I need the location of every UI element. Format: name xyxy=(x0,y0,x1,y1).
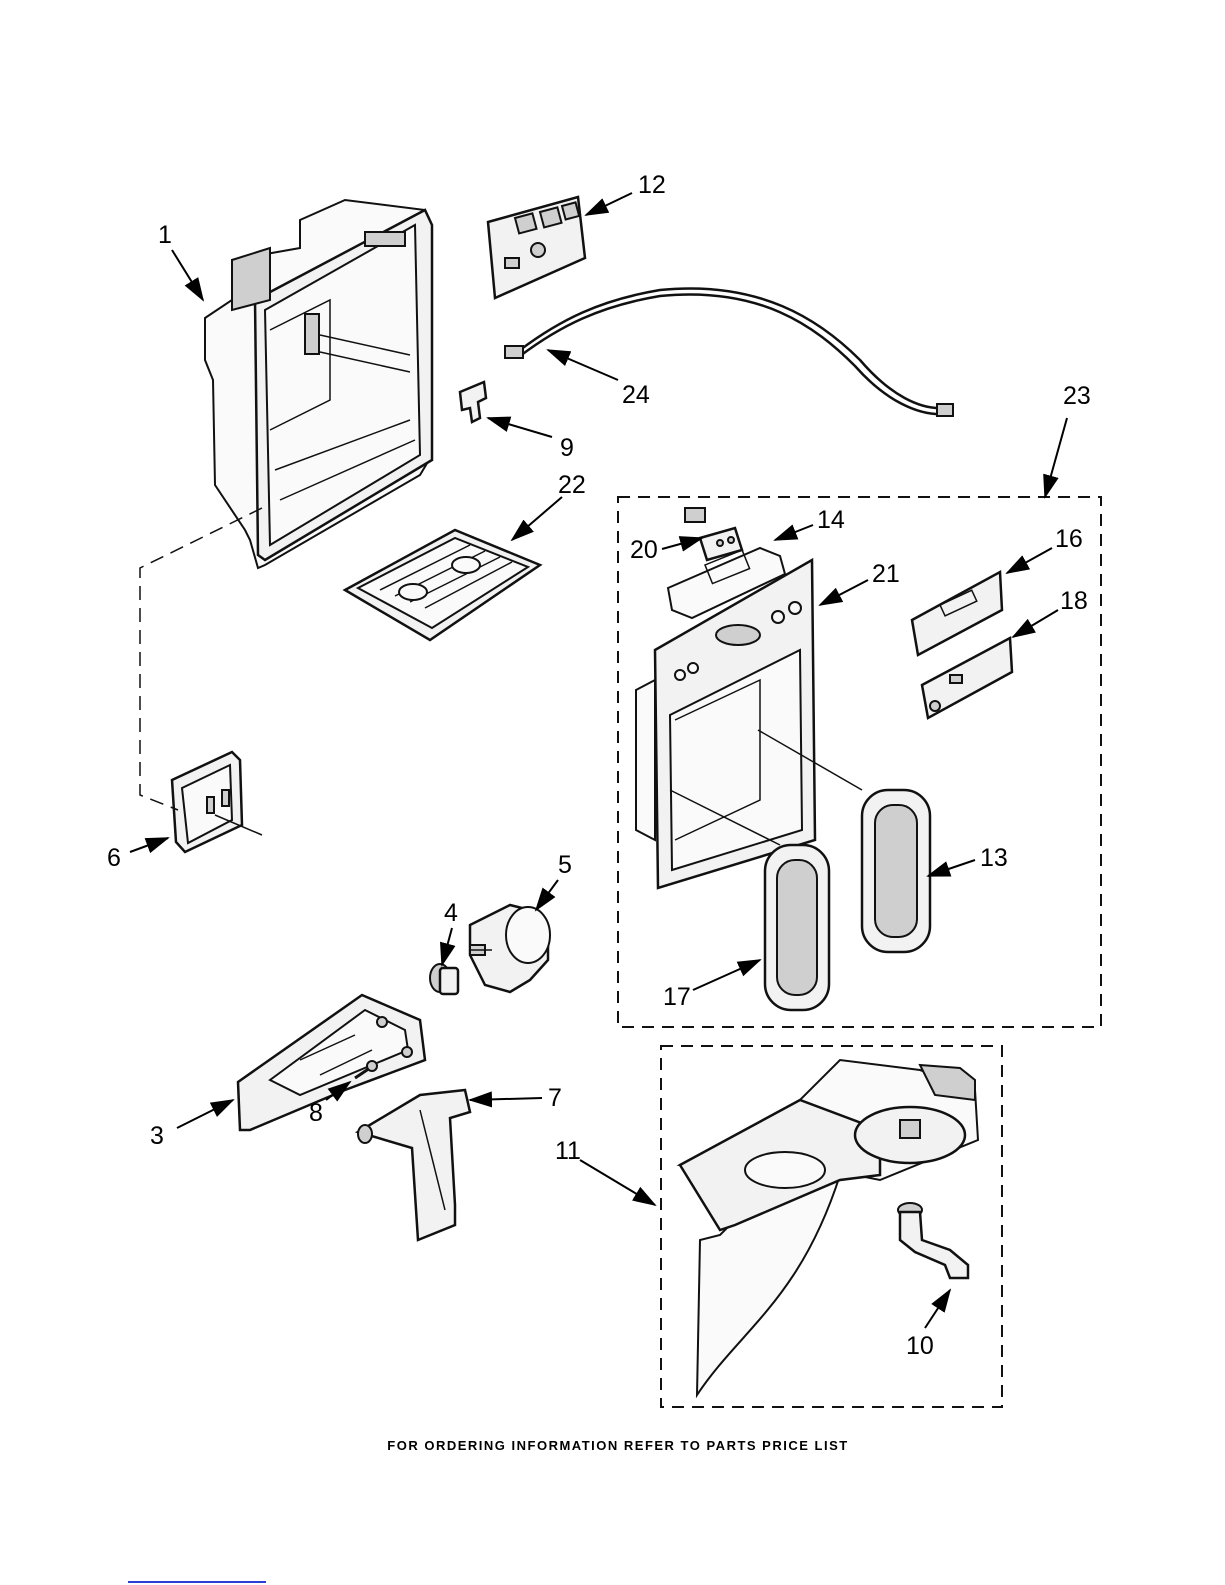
leader-arrow xyxy=(470,1098,542,1100)
leader-arrow xyxy=(1045,418,1067,497)
part-drip-tray xyxy=(345,530,540,640)
callout-label: 1 xyxy=(158,221,172,249)
leader-arrow xyxy=(512,497,562,540)
leader-arrow xyxy=(928,860,975,876)
leader-arrow xyxy=(548,350,618,380)
callout-label: 13 xyxy=(980,844,1008,872)
leader-arrow xyxy=(442,928,452,965)
callout-label: 8 xyxy=(309,1099,323,1127)
callout-label: 7 xyxy=(548,1084,562,1112)
callout-label: 16 xyxy=(1055,525,1083,553)
leader-arrow xyxy=(586,193,632,215)
callout-label: 18 xyxy=(1060,587,1088,615)
leader-arrow xyxy=(662,538,702,549)
leader-arrow xyxy=(1007,548,1052,573)
leader-arrow xyxy=(488,418,552,437)
part-motor xyxy=(470,905,550,992)
callout-label: 24 xyxy=(622,381,650,409)
part-actuator-knob xyxy=(430,964,458,994)
part-control-board xyxy=(488,197,585,298)
leader-arrow xyxy=(130,838,168,852)
part-water-fitting xyxy=(898,1203,968,1278)
footer-text: FOR ORDERING INFORMATION REFER TO PARTS … xyxy=(387,1438,848,1453)
part-lever xyxy=(358,1090,470,1240)
callout-label: 3 xyxy=(150,1122,164,1150)
part-switch-cover xyxy=(172,752,262,852)
callout-label: 21 xyxy=(872,560,900,588)
leader-arrow xyxy=(177,1100,233,1128)
leader-arrow xyxy=(536,880,558,910)
callout-label: 20 xyxy=(630,536,658,564)
callout-label: 6 xyxy=(107,844,121,872)
callout-label: 5 xyxy=(558,851,572,879)
part-housing xyxy=(205,200,432,568)
callout-label: 9 xyxy=(560,434,574,462)
leader-arrow xyxy=(580,1160,655,1205)
part-wire-harness xyxy=(505,288,953,416)
callout-label: 23 xyxy=(1063,382,1091,410)
callout-label: 14 xyxy=(817,506,845,534)
callout-label: 4 xyxy=(444,899,458,927)
leader-arrow xyxy=(925,1290,950,1328)
callout-label: 12 xyxy=(638,171,666,199)
leader-arrow xyxy=(693,960,760,990)
leader-arrow xyxy=(820,580,868,605)
part-switch xyxy=(685,508,742,560)
part-small-bracket xyxy=(460,382,486,422)
part-interface-board xyxy=(922,638,1012,718)
leader-arrow xyxy=(172,250,203,300)
dashed-leader-1-to-6 xyxy=(140,508,262,810)
callout-label: 17 xyxy=(663,983,691,1011)
leader-arrow xyxy=(775,525,813,540)
part-bracket-plate xyxy=(912,572,1002,655)
leader-arrow xyxy=(1013,610,1058,637)
part-dispenser-panel xyxy=(636,560,862,888)
callout-label: 10 xyxy=(906,1332,934,1360)
part-ice-paddle xyxy=(765,845,829,1010)
part-water-paddle xyxy=(862,790,930,952)
callout-label: 11 xyxy=(555,1137,581,1165)
callout-label: 22 xyxy=(558,471,586,499)
